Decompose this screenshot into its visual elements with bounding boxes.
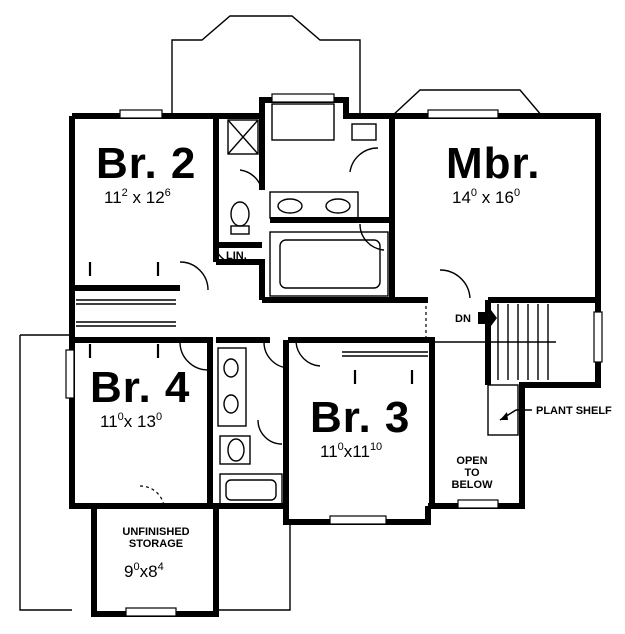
down-arrow-icon [478,306,497,330]
linen-label: LIN. [226,250,247,262]
room-dim-br2: 112 x 126 [104,187,171,207]
roof-outline [19,15,543,611]
staircase [487,304,556,436]
room-dim-storage: 90x84 [124,561,164,581]
storage-line1: UNFINISHED [122,526,190,538]
open-line1: OPEN [456,455,488,467]
windows [65,93,603,617]
open-to-below-label: OPEN TO BELOW [446,455,498,491]
room-dim-br4: 110x 130 [100,411,163,431]
room-name-storage: UNFINISHED STORAGE [116,526,196,550]
down-label: DN [455,313,471,325]
room-name-mbr: Mbr. [446,139,541,188]
open-line2: TO [464,467,480,479]
room-name-br4: Br. 4 [90,363,191,412]
door-swings [139,147,471,507]
open-line3: BELOW [451,479,493,491]
plant-shelf-arrow-icon [500,412,508,420]
plant-shelf-label: PLANT SHELF [536,405,612,417]
room-dim-mbr: 140 x 160 [452,187,521,207]
closet-fronts [76,262,488,384]
room-dim-br3: 110x1110 [320,441,383,461]
storage-line2: STORAGE [128,538,184,550]
room-name-br2: Br. 2 [96,139,197,188]
bath-fixtures [217,103,389,505]
interior-walls [72,116,598,522]
room-name-br3: Br. 3 [310,393,411,442]
